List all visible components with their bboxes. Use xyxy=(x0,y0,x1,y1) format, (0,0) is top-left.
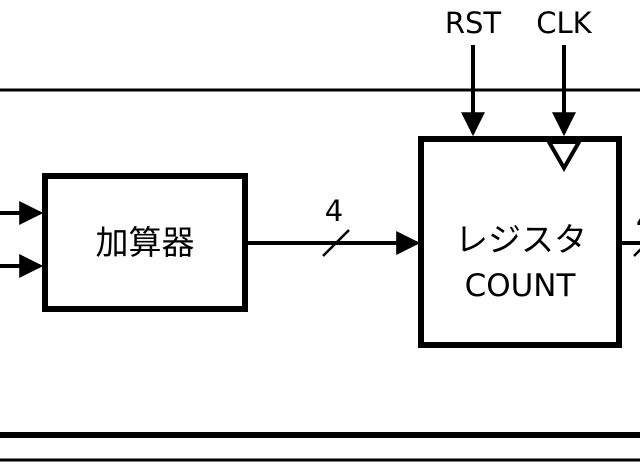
bus-width-label: 4 xyxy=(325,194,343,228)
register-type-label: レジスタ xyxy=(455,220,587,259)
clock-input-triangle-icon xyxy=(545,140,583,173)
clk-signal-label: CLK xyxy=(536,6,592,40)
bus-width-slash xyxy=(322,229,350,257)
output-bus-width-label: 4 xyxy=(636,203,640,237)
register-block: レジスタ COUNT xyxy=(418,136,622,348)
adder-block: 加算器 xyxy=(42,173,248,312)
adder-label: 加算器 xyxy=(96,223,195,262)
register-box xyxy=(418,136,622,348)
register-name-label: COUNT xyxy=(465,268,577,304)
adder-box xyxy=(42,173,248,312)
output-bus-width-slash xyxy=(633,248,640,257)
rst-signal-label: RST xyxy=(445,6,502,40)
